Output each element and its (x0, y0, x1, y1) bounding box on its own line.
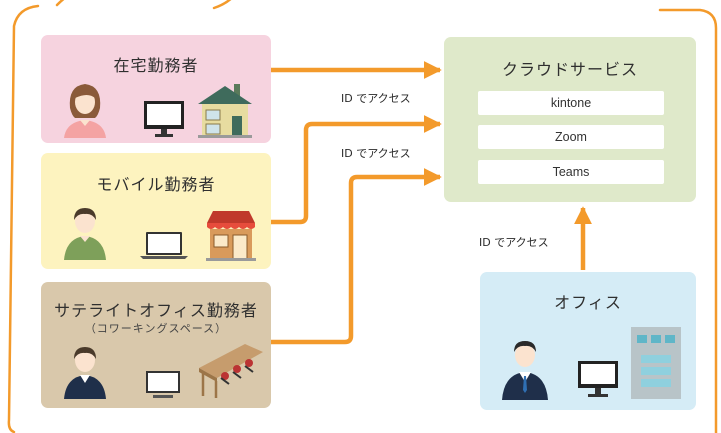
label-mobile-access: ID でアクセス (341, 147, 411, 160)
monitor-icon (144, 101, 184, 137)
woman-icon (64, 84, 106, 138)
monitor-icon-2 (146, 371, 180, 398)
service-zoom: Zoom (478, 125, 664, 149)
home-worker-title: 在宅勤務者 (113, 56, 199, 75)
mobile-worker-title: モバイル勤務者 (96, 175, 216, 194)
office-building-icon (631, 327, 681, 399)
satellite-worker-title: サテライトオフィス勤務者 (54, 301, 258, 320)
businessman-icon (502, 341, 548, 400)
satellite-worker-subtitle: （コワーキングスペース） (84, 322, 228, 335)
label-home-access: ID でアクセス (341, 92, 411, 105)
meeting-table-icon (199, 344, 263, 398)
label-office-access: ID でアクセス (479, 236, 549, 249)
laptop-icon (140, 232, 188, 259)
man-icon-2 (64, 347, 106, 399)
service-teams: Teams (478, 160, 664, 184)
service-kintone: kintone (478, 91, 664, 115)
cloud-service-title: クラウドサービス (501, 60, 638, 79)
office-title: オフィス (554, 293, 622, 312)
house-icon (198, 84, 252, 138)
man-icon (64, 208, 106, 260)
monitor-icon-3 (578, 361, 618, 397)
shop-icon (206, 211, 256, 261)
